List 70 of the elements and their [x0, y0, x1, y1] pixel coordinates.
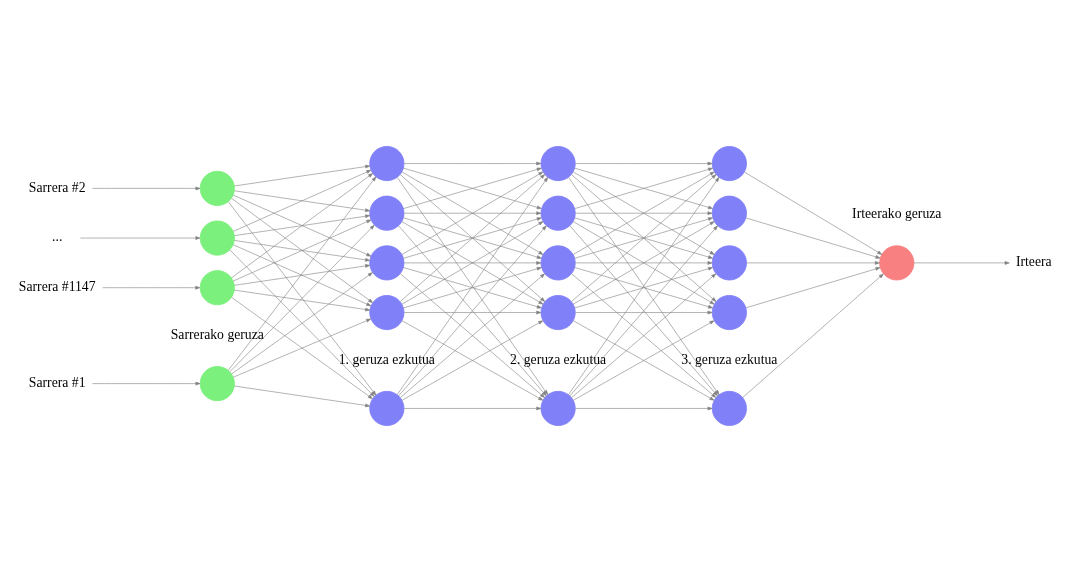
arrow [401, 221, 544, 305]
arrow [401, 171, 544, 255]
node-text: Sarrera #2 [28, 179, 86, 195]
arrow [234, 385, 371, 408]
arrow [231, 272, 373, 375]
arrow [234, 289, 371, 312]
arrow [400, 273, 545, 398]
arrow [401, 320, 544, 401]
label: 2. geruza ezkutua [510, 351, 607, 367]
arrow [572, 221, 715, 305]
arrow [229, 249, 375, 397]
arrow [229, 224, 375, 372]
arrow [913, 261, 1010, 265]
arrow [575, 261, 713, 265]
arrow [403, 267, 542, 309]
arrow [575, 211, 713, 215]
arrow [399, 174, 546, 302]
arrow [233, 318, 372, 378]
arrow [233, 244, 372, 307]
node-text: Sarrera #1147 [18, 278, 96, 294]
arrow [404, 261, 542, 265]
arrow [234, 264, 371, 286]
node-circle [199, 170, 235, 206]
arrow [398, 225, 547, 397]
arrow [231, 198, 374, 304]
arrow [745, 267, 881, 309]
arrow [228, 201, 377, 396]
arrow [234, 240, 371, 262]
arrow [233, 219, 372, 282]
arrow [742, 273, 884, 398]
arrow [572, 171, 715, 255]
arrow [234, 190, 371, 212]
arrow [573, 320, 715, 401]
arrow [745, 217, 881, 259]
node-text: Irteera [1015, 254, 1052, 270]
arrow [234, 214, 371, 236]
arrow [746, 261, 880, 265]
node-circle [199, 366, 235, 402]
arrow [92, 186, 201, 191]
arrow [403, 217, 542, 259]
arrow [233, 194, 372, 257]
arrow [574, 217, 713, 259]
arrow [404, 161, 542, 166]
arrow [404, 310, 542, 315]
node-text: Sarrera #1 [28, 374, 86, 390]
arrow [231, 297, 373, 400]
arrow [575, 310, 713, 315]
node-text: ... [52, 229, 63, 245]
arrow [92, 381, 201, 386]
arrow [744, 171, 883, 255]
label: Sarrerako geruza [170, 326, 264, 342]
arrow [80, 236, 201, 240]
arrow [102, 285, 201, 290]
node-circle [199, 270, 235, 306]
arrow [233, 169, 372, 232]
arrow [571, 273, 717, 398]
node-circle [199, 220, 235, 256]
arrow [404, 406, 542, 411]
arrow [231, 173, 374, 279]
label: 3. geruza ezkutua [681, 351, 778, 367]
arrow [575, 161, 713, 166]
arrow [569, 225, 718, 397]
arrow [228, 176, 377, 371]
label: 1. geruza ezkutua [338, 351, 435, 367]
arrow [571, 174, 717, 302]
arrow [575, 406, 713, 411]
label: Irteerako geruza [852, 206, 942, 222]
arrow [574, 267, 713, 309]
arrow [404, 211, 542, 215]
arrow [234, 164, 371, 187]
